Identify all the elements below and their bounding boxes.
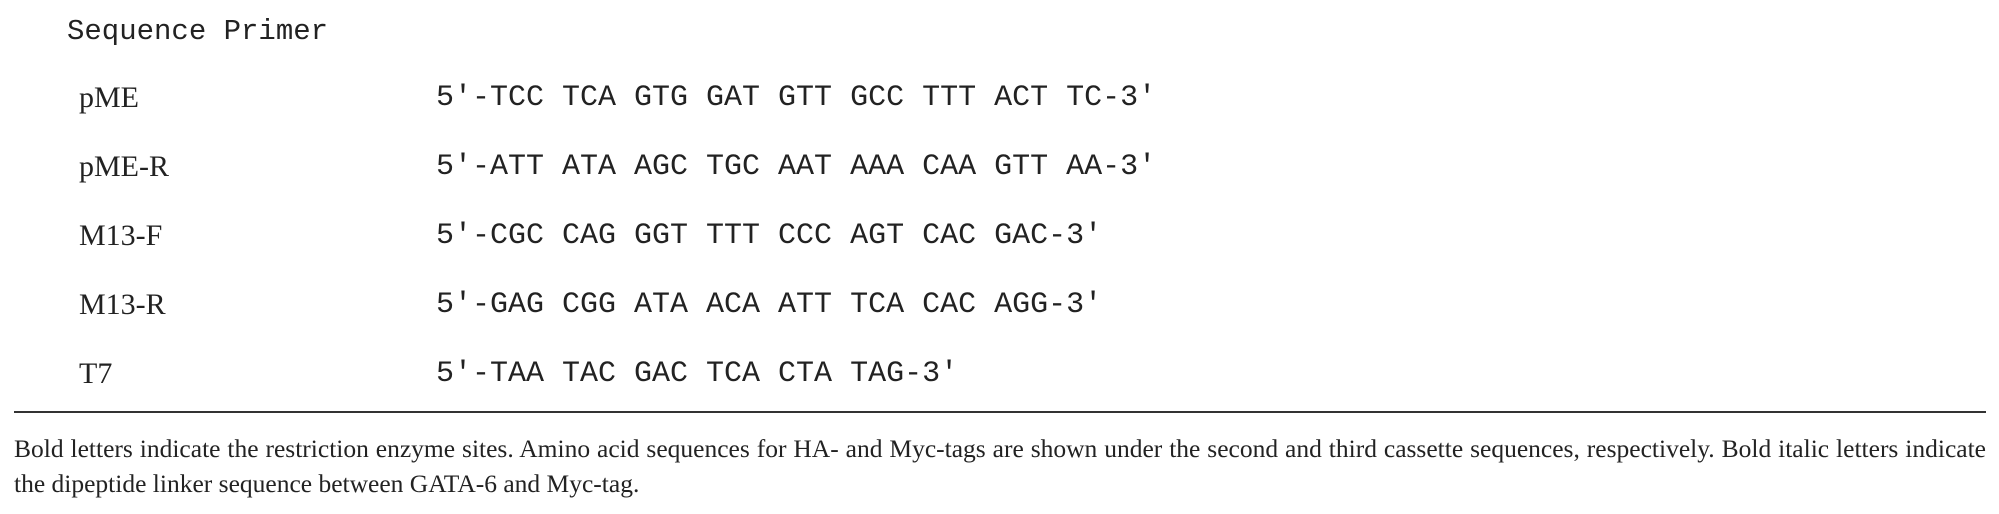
table-header: Sequence Primer [67,15,329,48]
table-footnote: Bold letters indicate the restriction en… [14,434,1986,498]
primer-name: pME [79,81,139,114]
table-bottom-rule [14,411,1986,413]
table-row: pME 5'-TCC TCA GTG GAT GTT GCC TTT ACT T… [0,78,1999,147]
table-row: T7 5'-TAA TAC GAC TCA CTA TAG-3' [0,354,1999,423]
table-row: M13-F 5'-CGC CAG GGT TTT CCC AGT CAC GAC… [0,216,1999,285]
primer-sequence: 5'-TCC TCA GTG GAT GTT GCC TTT ACT TC-3' [436,81,1157,115]
primer-name: M13-R [79,288,166,321]
primer-name: T7 [79,357,113,390]
primer-name: pME-R [79,150,169,183]
primer-sequence: 5'-GAG CGG ATA ACA ATT TCA CAC AGG-3' [436,288,1103,322]
table-row: pME-R 5'-ATT ATA AGC TGC AAT AAA CAA GTT… [0,147,1999,216]
primer-sequence: 5'-ATT ATA AGC TGC AAT AAA CAA GTT AA-3' [436,150,1157,184]
primer-name: M13-F [79,219,163,252]
primer-sequence: 5'-CGC CAG GGT TTT CCC AGT CAC GAC-3' [436,219,1103,253]
primer-sequence: 5'-TAA TAC GAC TCA CTA TAG-3' [436,357,959,391]
table-body: pME 5'-TCC TCA GTG GAT GTT GCC TTT ACT T… [0,78,1999,423]
table-row: M13-R 5'-GAG CGG ATA ACA ATT TCA CAC AGG… [0,285,1999,354]
